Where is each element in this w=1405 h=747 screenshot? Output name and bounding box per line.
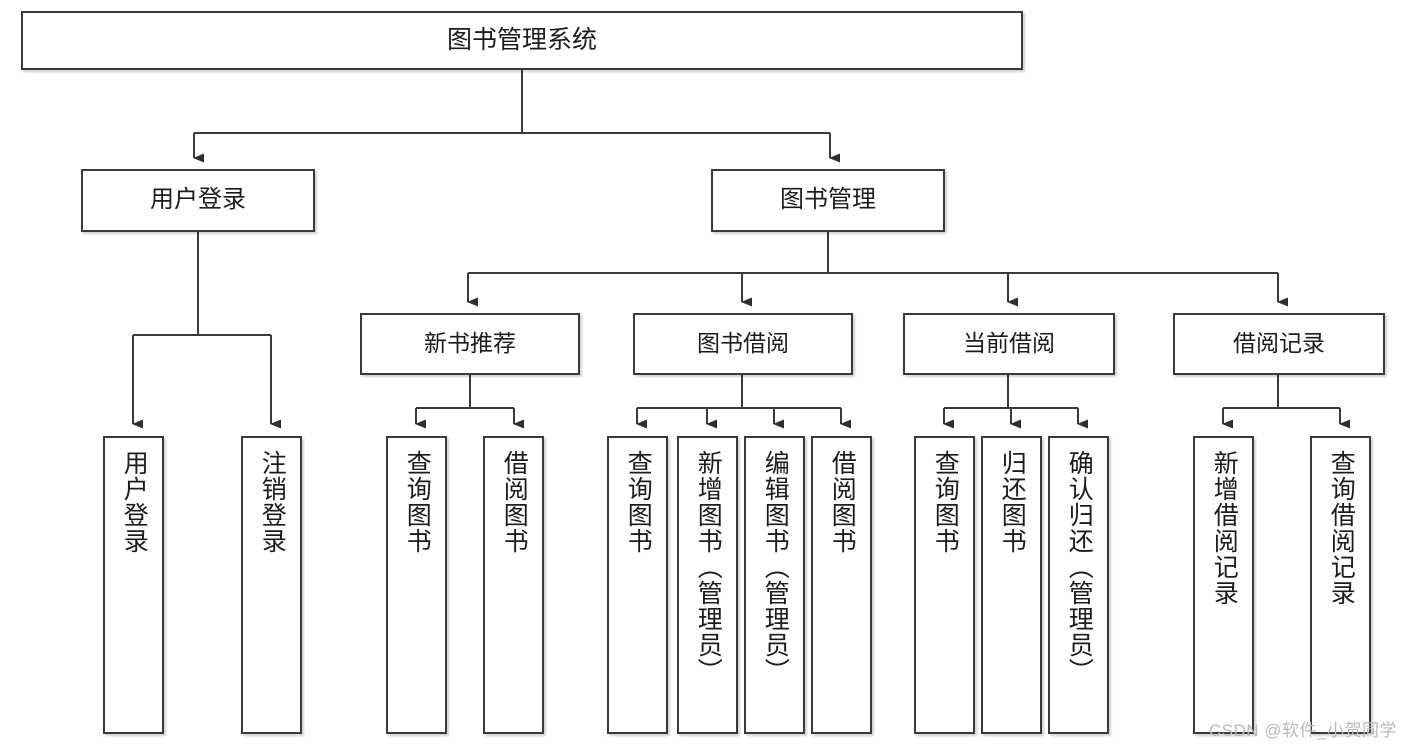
leaf-query-books-current[interactable]: 查询图书 <box>914 436 975 734</box>
leaf-borrow-books-newbook[interactable]: 借阅图书 <box>483 436 544 734</box>
node-new-book-recommendation[interactable]: 新书推荐 <box>360 313 580 375</box>
leaf-confirm-return-admin[interactable]: 确认归还（管理员） <box>1048 436 1109 734</box>
node-label: 图书管理 <box>780 186 876 214</box>
leaf-query-books-newbook[interactable]: 查询图书 <box>386 436 447 734</box>
node-label: 借阅图书 <box>828 450 857 554</box>
node-book-borrowing[interactable]: 图书借阅 <box>633 313 853 375</box>
leaf-add-borrow-record[interactable]: 新增借阅记录 <box>1193 436 1254 734</box>
node-book-management[interactable]: 图书管理 <box>711 169 945 232</box>
watermark-text: CSDN @软件_小贺同学 <box>1208 721 1397 740</box>
leaf-add-book-admin[interactable]: 新增图书（管理员） <box>677 436 738 734</box>
node-label: 用户登录 <box>150 186 246 214</box>
node-current-borrowing[interactable]: 当前借阅 <box>903 313 1115 375</box>
node-label: 查询借阅记录 <box>1327 450 1356 606</box>
node-label: 归还图书 <box>998 450 1027 554</box>
leaf-query-books-borrow[interactable]: 查询图书 <box>607 436 668 734</box>
node-label: 新增借阅记录 <box>1210 450 1239 606</box>
node-borrowing-record[interactable]: 借阅记录 <box>1173 313 1385 375</box>
leaf-logout[interactable]: 注销登录 <box>241 436 302 734</box>
node-label: 查询图书 <box>403 450 432 554</box>
node-root-book-management-system[interactable]: 图书管理系统 <box>21 11 1023 70</box>
leaf-return-books[interactable]: 归还图书 <box>981 436 1042 734</box>
node-label: 当前借阅 <box>963 330 1055 357</box>
node-label: 图书借阅 <box>697 330 789 357</box>
node-label: 确认归还（管理员） <box>1065 450 1094 684</box>
node-label: 新增图书（管理员） <box>694 450 723 684</box>
node-label: 查询图书 <box>624 450 653 554</box>
leaf-edit-book-admin[interactable]: 编辑图书（管理员） <box>744 436 805 734</box>
node-label: 借阅记录 <box>1233 330 1325 357</box>
node-label: 借阅图书 <box>500 450 529 554</box>
node-label: 图书管理系统 <box>446 25 597 54</box>
node-label: 用户登录 <box>120 450 149 554</box>
node-user-login[interactable]: 用户登录 <box>81 169 315 232</box>
node-label: 查询图书 <box>931 450 960 554</box>
node-label: 编辑图书（管理员） <box>761 450 790 684</box>
leaf-query-borrow-record[interactable]: 查询借阅记录 <box>1310 436 1371 734</box>
leaf-borrow-books-borrow[interactable]: 借阅图书 <box>811 436 872 734</box>
leaf-user-login[interactable]: 用户登录 <box>103 436 164 734</box>
node-label: 注销登录 <box>258 450 287 554</box>
node-label: 新书推荐 <box>424 330 516 357</box>
